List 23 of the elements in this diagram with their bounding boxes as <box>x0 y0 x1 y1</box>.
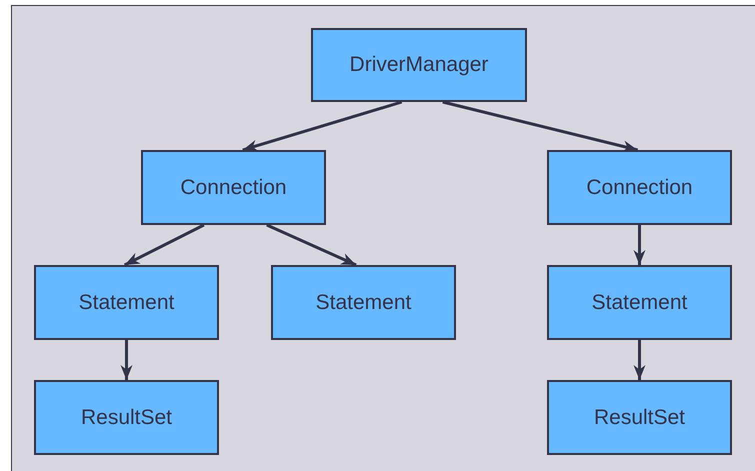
class-box <box>547 150 732 225</box>
class-name: ResultSet <box>80 406 172 430</box>
class-box <box>34 380 219 455</box>
arrow <box>242 100 402 152</box>
arrow <box>120 340 132 380</box>
class-name: DriverManager <box>350 53 488 77</box>
class-box <box>141 150 326 225</box>
arrow <box>634 225 646 265</box>
class-box <box>311 28 527 102</box>
class-box <box>34 265 219 340</box>
class-name: Statement <box>592 290 688 314</box>
class-name: ResultSet <box>594 406 686 430</box>
arrow <box>442 100 638 152</box>
class-name: Statement <box>78 290 174 314</box>
class-box <box>547 265 732 340</box>
arrow <box>634 340 646 380</box>
class-box <box>547 380 732 455</box>
arrow <box>124 224 205 266</box>
arrow <box>266 224 357 266</box>
class-name: Connection <box>180 176 287 200</box>
class-box <box>271 265 456 340</box>
class-name: Connection <box>586 176 693 200</box>
class-name: Statement <box>316 290 412 314</box>
